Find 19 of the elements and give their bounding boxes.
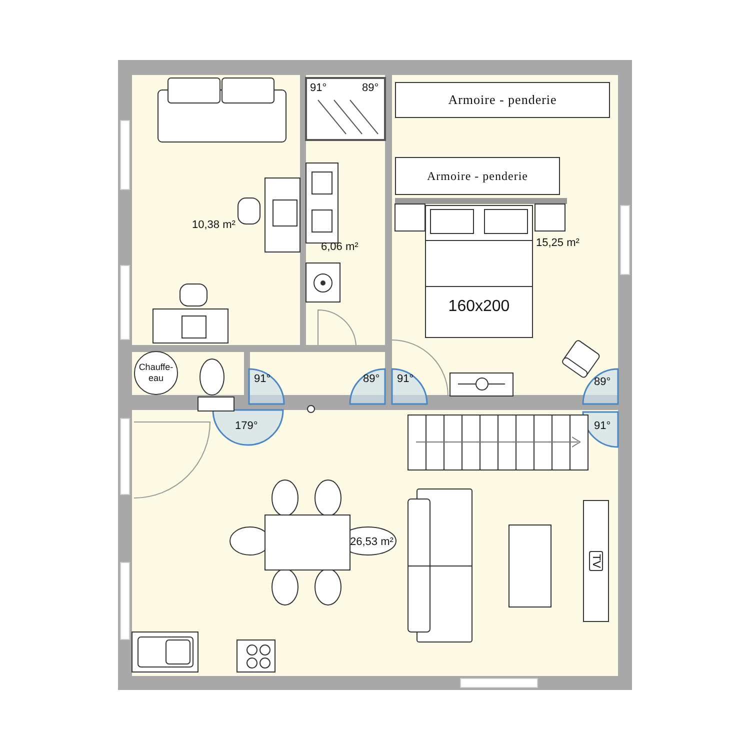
area-label: 6,06 m² xyxy=(321,241,358,253)
door-angle-label: 91° xyxy=(397,373,414,385)
room-floor xyxy=(392,75,618,395)
tv-stand xyxy=(583,500,609,622)
door-angle-label: 89° xyxy=(362,82,379,94)
area-label: 15,25 m² xyxy=(536,237,580,249)
double-bed xyxy=(425,205,533,338)
wardrobe: Armoire - penderie xyxy=(395,157,560,195)
area-label: 26,53 m² xyxy=(350,536,394,548)
door-angle-label: 179° xyxy=(235,420,258,432)
door-angle-label: 91° xyxy=(254,373,271,385)
tv-label: TV xyxy=(589,550,603,572)
door-angle-label: 89° xyxy=(363,373,380,385)
door-angle-label: 89° xyxy=(594,376,611,388)
bed-size-label: 160x200 xyxy=(447,298,511,316)
wardrobe: Armoire - penderie xyxy=(395,82,610,118)
area-label: 10,38 m² xyxy=(192,219,236,231)
door-angle-label: 91° xyxy=(594,420,611,432)
door-angle-label: 91° xyxy=(310,82,327,94)
